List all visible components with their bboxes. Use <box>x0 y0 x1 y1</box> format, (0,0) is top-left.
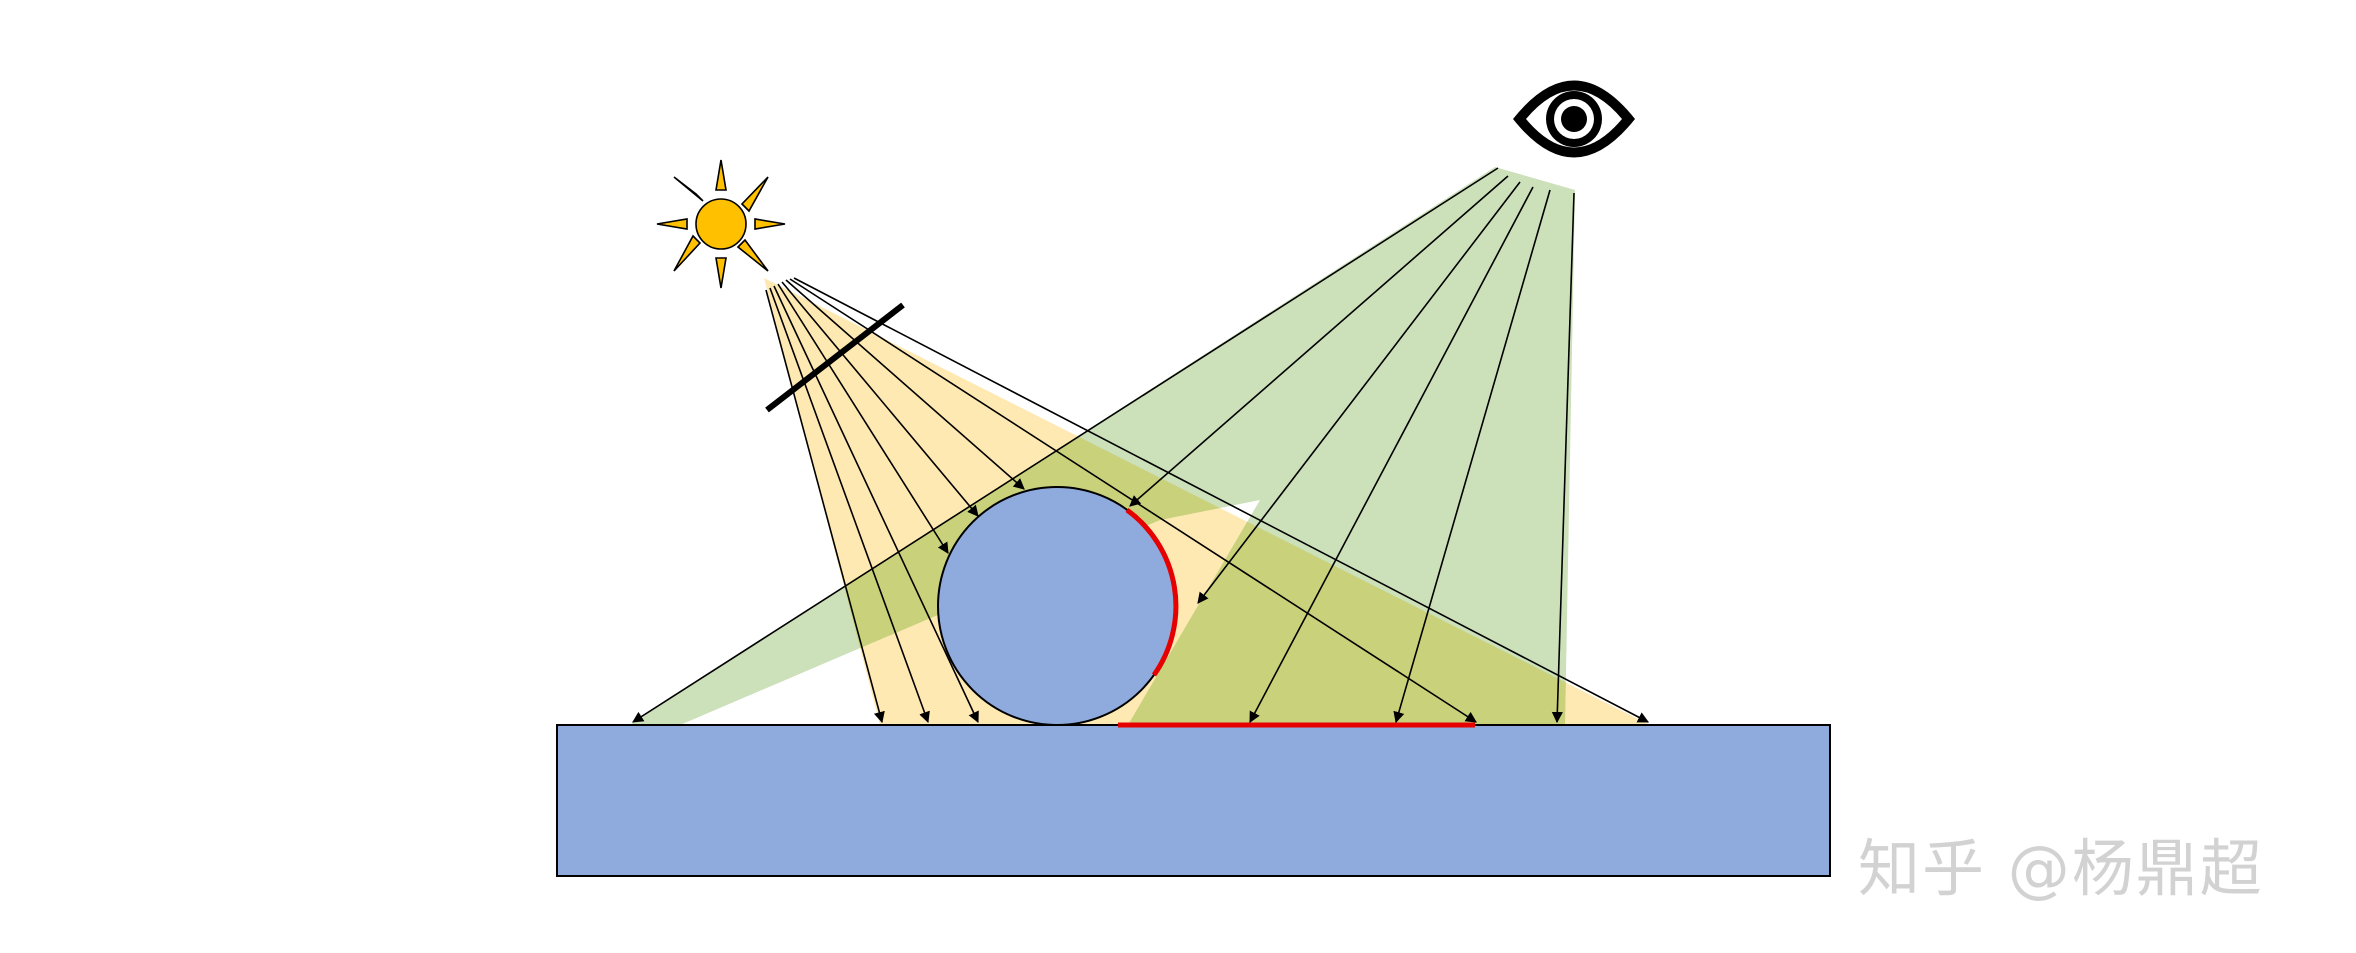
light-ray <box>769 287 930 724</box>
view-rays <box>632 167 1575 724</box>
sphere-highlight-arc <box>1125 507 1179 677</box>
view-ray <box>1551 192 1575 724</box>
view-ray <box>1249 186 1534 723</box>
eye-icon <box>1513 80 1635 158</box>
ground-plane <box>556 724 1831 877</box>
view-ray <box>1393 189 1551 724</box>
aperture-bar <box>765 302 905 413</box>
light-ray <box>773 285 979 724</box>
light-ray <box>765 289 885 724</box>
light-ray <box>793 277 1649 723</box>
light-ray <box>781 281 979 517</box>
view-ray <box>1197 181 1521 604</box>
view-ray <box>1129 175 1509 507</box>
sun-icon <box>656 159 786 289</box>
light-ray <box>785 279 1025 490</box>
watermark: 知乎 @杨鼎超 <box>1858 832 2264 905</box>
light-rays <box>765 277 1649 724</box>
light-ray <box>777 283 949 554</box>
view-ray <box>632 167 1499 723</box>
